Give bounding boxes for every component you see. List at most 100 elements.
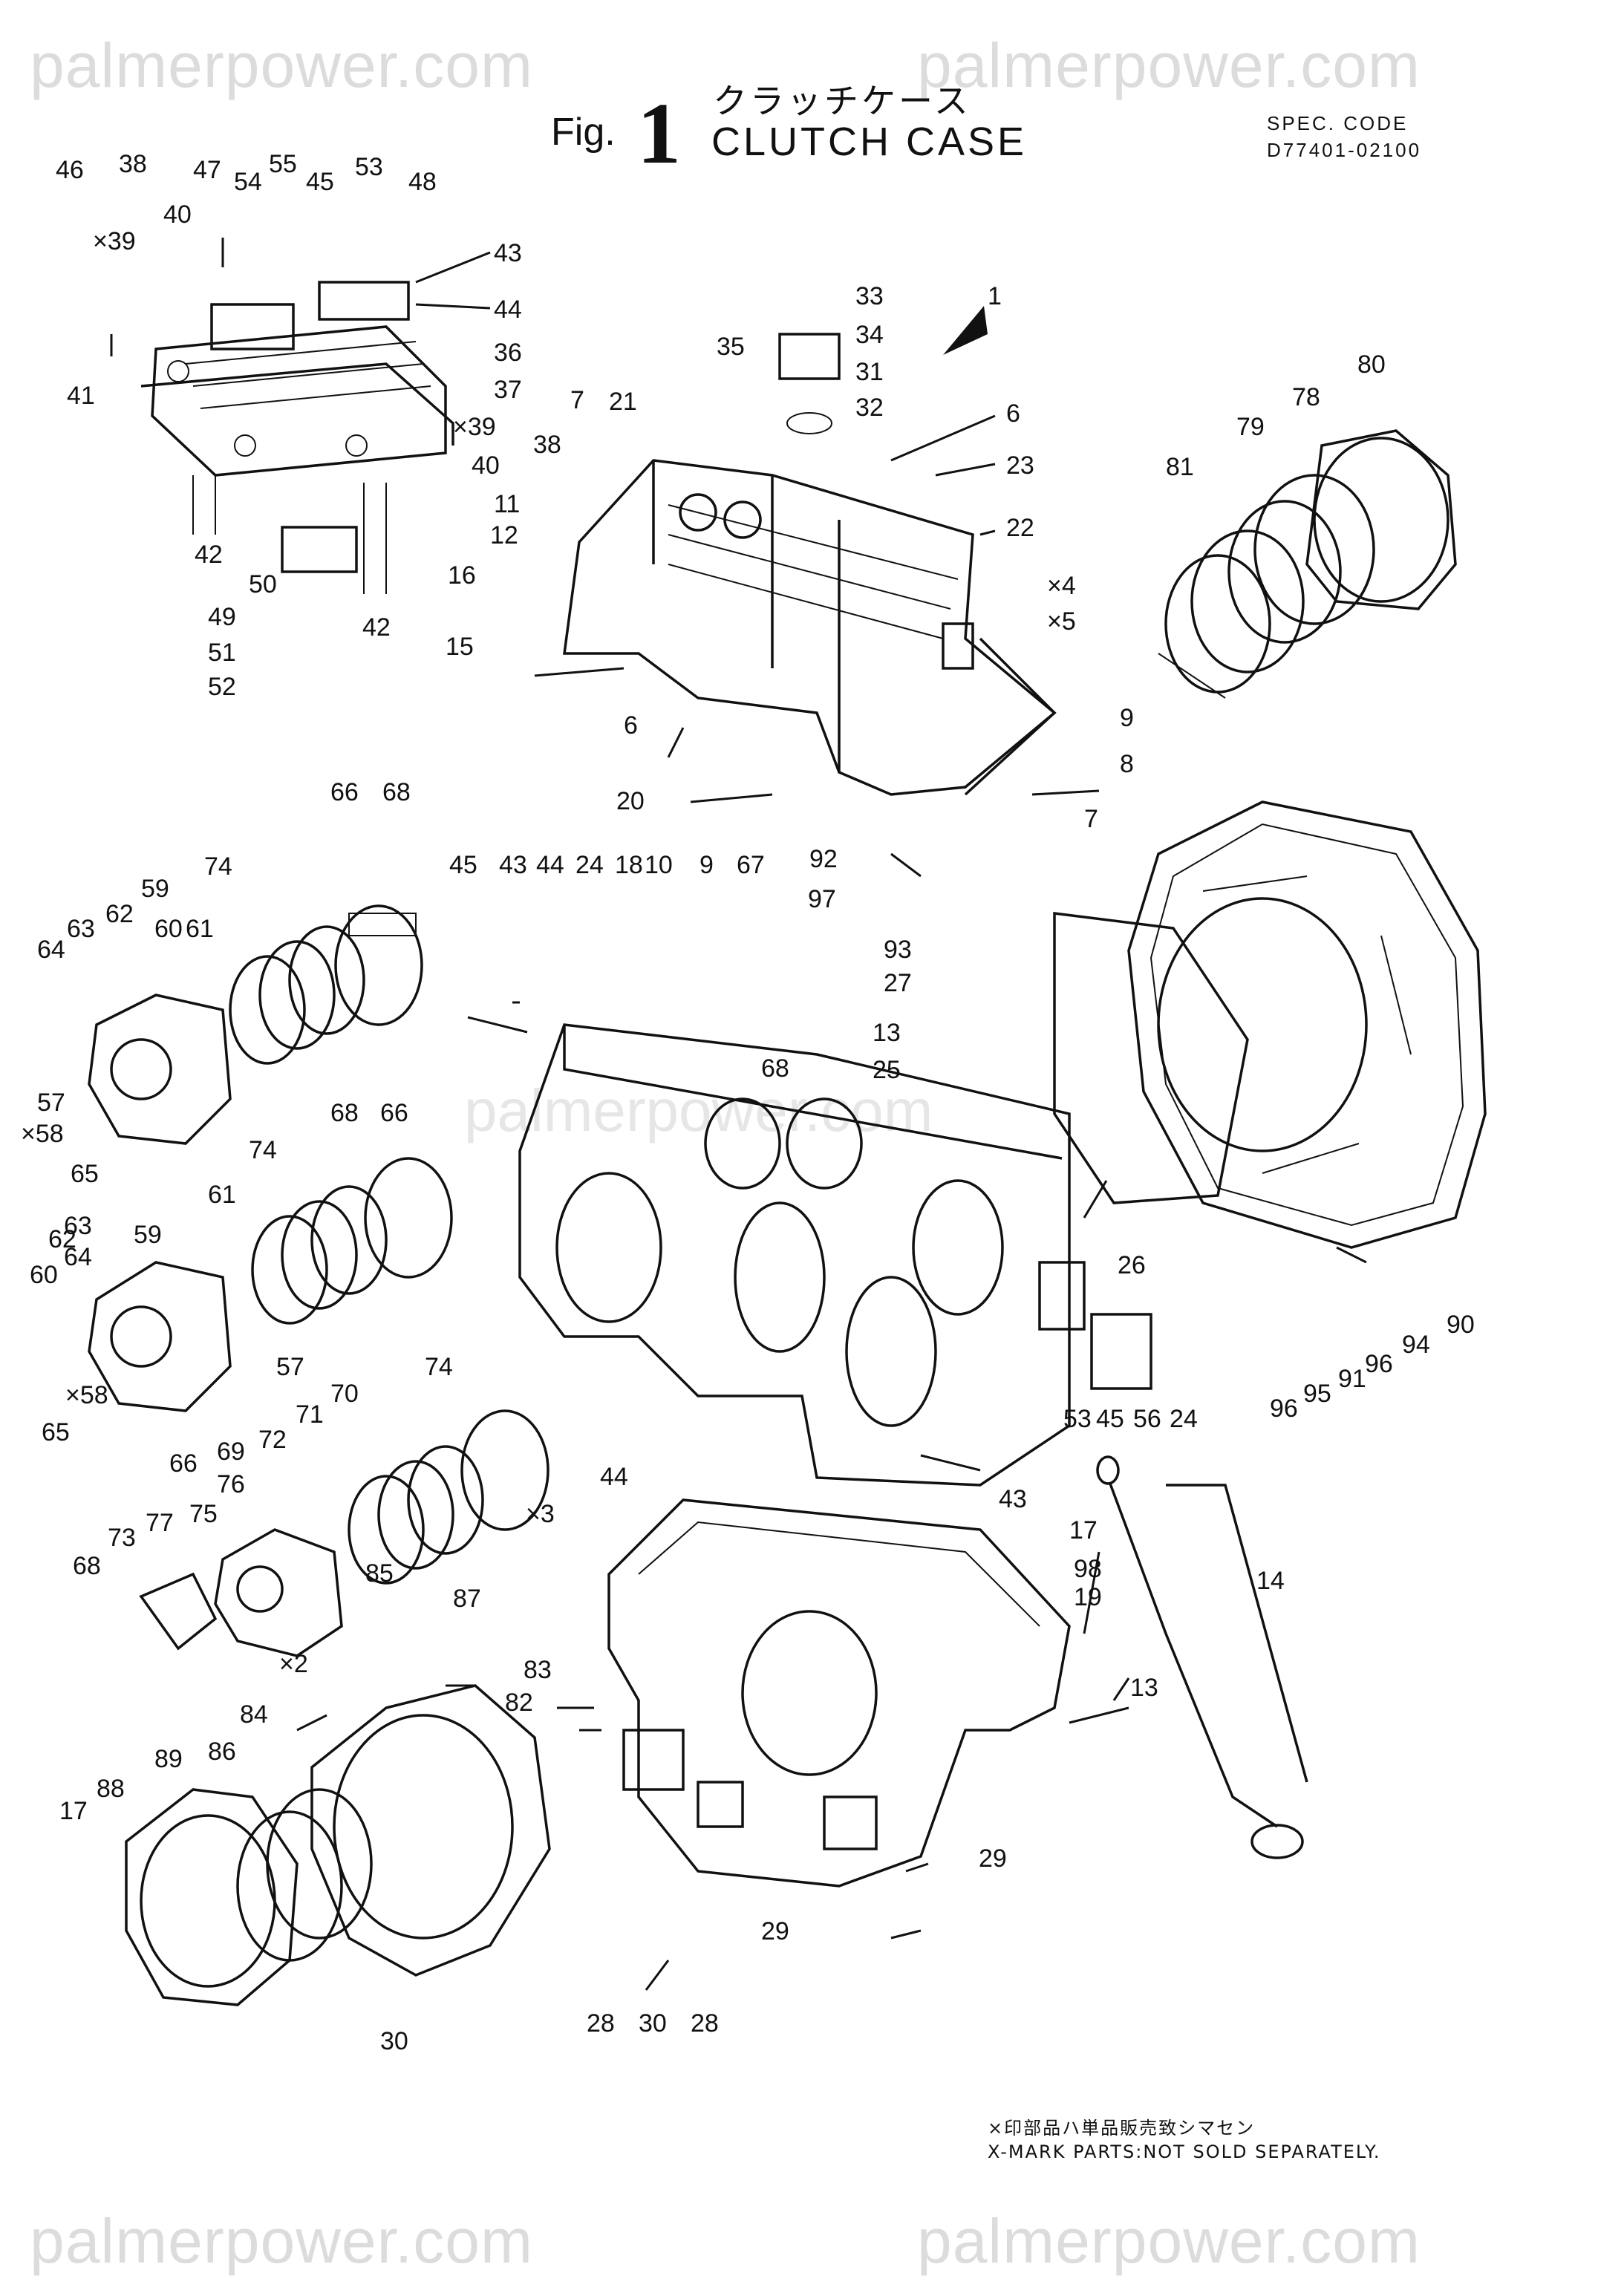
oil-pan (607, 1498, 1071, 1888)
callout-label: 43 (499, 851, 527, 879)
callout-label: 78 (1292, 383, 1320, 411)
callout-label: 74 (249, 1136, 277, 1164)
spec-code-label: SPEC. CODE (1267, 112, 1409, 134)
callout-label: ×39 (453, 413, 496, 441)
callout-label: 50 (249, 570, 277, 598)
callout-label: 17 (1069, 1516, 1098, 1544)
callout-label: 71 (296, 1400, 324, 1429)
callout-label: 16 (448, 561, 476, 590)
callout-label: 72 (258, 1426, 287, 1454)
callout-label: 93 (884, 936, 912, 964)
footer-english: X-MARK PARTS:NOT SOLD SEPARATELY. (988, 2141, 1381, 2162)
callout-label: 1 (988, 282, 1002, 310)
callout-label: 13 (873, 1019, 901, 1047)
callout-label: 45 (449, 851, 477, 879)
callout-label: 46 (56, 156, 84, 184)
callout-label: 32 (855, 394, 884, 422)
callout-label: 90 (1447, 1311, 1475, 1339)
callout-label: 80 (1357, 350, 1386, 379)
lower-bell-housing (125, 1684, 551, 2006)
callout-label: 13 (1130, 1674, 1158, 1702)
callout-label: ×58 (21, 1120, 64, 1148)
callout-label: 28 (587, 2009, 615, 2038)
callout-label: 88 (97, 1775, 125, 1803)
callout-label: ×58 (65, 1381, 108, 1409)
callout-label: 24 (1170, 1405, 1198, 1433)
callout-label: 9 (1120, 704, 1134, 732)
callout-label: 89 (154, 1745, 183, 1773)
callout-label: 94 (1402, 1331, 1430, 1359)
callout-label: 68 (330, 1099, 359, 1127)
callout-label: 54 (234, 168, 262, 196)
left-cover-row-1 (88, 904, 423, 1145)
callout-label: 56 (1133, 1405, 1161, 1433)
callout-label: 96 (1270, 1394, 1298, 1423)
callout-label: 21 (609, 388, 637, 416)
top-right-cover-and-seals (1158, 429, 1457, 699)
callout-label: 68 (73, 1552, 101, 1580)
callout-label: 57 (37, 1089, 65, 1117)
callout-label: 23 (1006, 451, 1034, 480)
callout-label: 9 (700, 851, 714, 879)
callout-label: 34 (855, 321, 884, 349)
callout-label: 91 (1338, 1365, 1366, 1393)
callout-label: 19 (1074, 1583, 1102, 1611)
callout-label: 81 (1166, 453, 1194, 481)
callout-label: 53 (355, 153, 383, 181)
callout-label: 55 (269, 150, 297, 178)
leader-lines (110, 238, 1367, 1991)
callout-label: 51 (208, 639, 236, 667)
valve-body-assembly (140, 281, 454, 594)
callout-label: 61 (208, 1181, 236, 1209)
callout-label: 77 (146, 1509, 174, 1537)
callout-label: 86 (208, 1738, 236, 1766)
callout-label: 49 (208, 603, 236, 631)
callout-label: ×2 (279, 1650, 308, 1678)
callout-label: 30 (380, 2027, 408, 2055)
callout-label: 74 (204, 852, 232, 881)
callout-label: 29 (761, 1917, 789, 1945)
callout-label: 12 (490, 521, 518, 549)
callout-label: 66 (169, 1449, 198, 1478)
callout-label: 75 (189, 1500, 218, 1528)
callout-label: 43 (494, 239, 522, 267)
callout-label: 45 (1096, 1405, 1124, 1433)
figure-number: 1 (637, 85, 681, 182)
callout-label: 28 (691, 2009, 719, 2038)
footer-note: ×印部品ハ単品販売致シマセン X-MARK PARTS:NOT SOLD SEP… (988, 2116, 1381, 2164)
callout-label: 45 (306, 168, 334, 196)
callout-label: 7 (570, 386, 584, 414)
left-cover-row-3 (139, 1409, 550, 1657)
spec-code-value: D77401-02100 (1267, 139, 1422, 161)
callout-label: 20 (616, 787, 645, 815)
callout-label: 63 (64, 1212, 92, 1240)
callout-label: 59 (141, 875, 169, 903)
callout-label: 8 (1120, 750, 1134, 778)
title-japanese: クラッチケース (713, 81, 971, 121)
watermark-top-right: palmerpower.com (917, 30, 1421, 100)
callout-labels: 46 38 47 54 55 45 53 48 40 ×39 43 44 36 … (21, 150, 1475, 2055)
callout-label: 33 (855, 282, 884, 310)
callout-label: 48 (408, 168, 437, 196)
callout-label: 41 (67, 382, 95, 410)
callout-label: 66 (380, 1099, 408, 1127)
callout-label: 11 (494, 490, 520, 518)
callout-label: 82 (505, 1689, 533, 1717)
callout-label: 62 (48, 1225, 76, 1253)
flywheel-housing (1053, 800, 1487, 1249)
callout-label: 44 (494, 296, 522, 324)
callout-label: 74 (425, 1353, 453, 1381)
callout-label: 42 (195, 541, 223, 569)
callout-label: 79 (1236, 413, 1265, 441)
callout-label: 31 (855, 358, 884, 386)
callout-label: 10 (645, 851, 673, 879)
callout-label: 18 (615, 851, 643, 879)
callout-label: 83 (524, 1656, 552, 1684)
callout-label: 95 (1303, 1380, 1331, 1408)
callout-label: 14 (1256, 1567, 1285, 1595)
callout-label: 68 (761, 1054, 789, 1083)
callout-label: 97 (808, 885, 836, 913)
upper-housing (563, 333, 1057, 796)
arrow-icon (943, 306, 988, 355)
